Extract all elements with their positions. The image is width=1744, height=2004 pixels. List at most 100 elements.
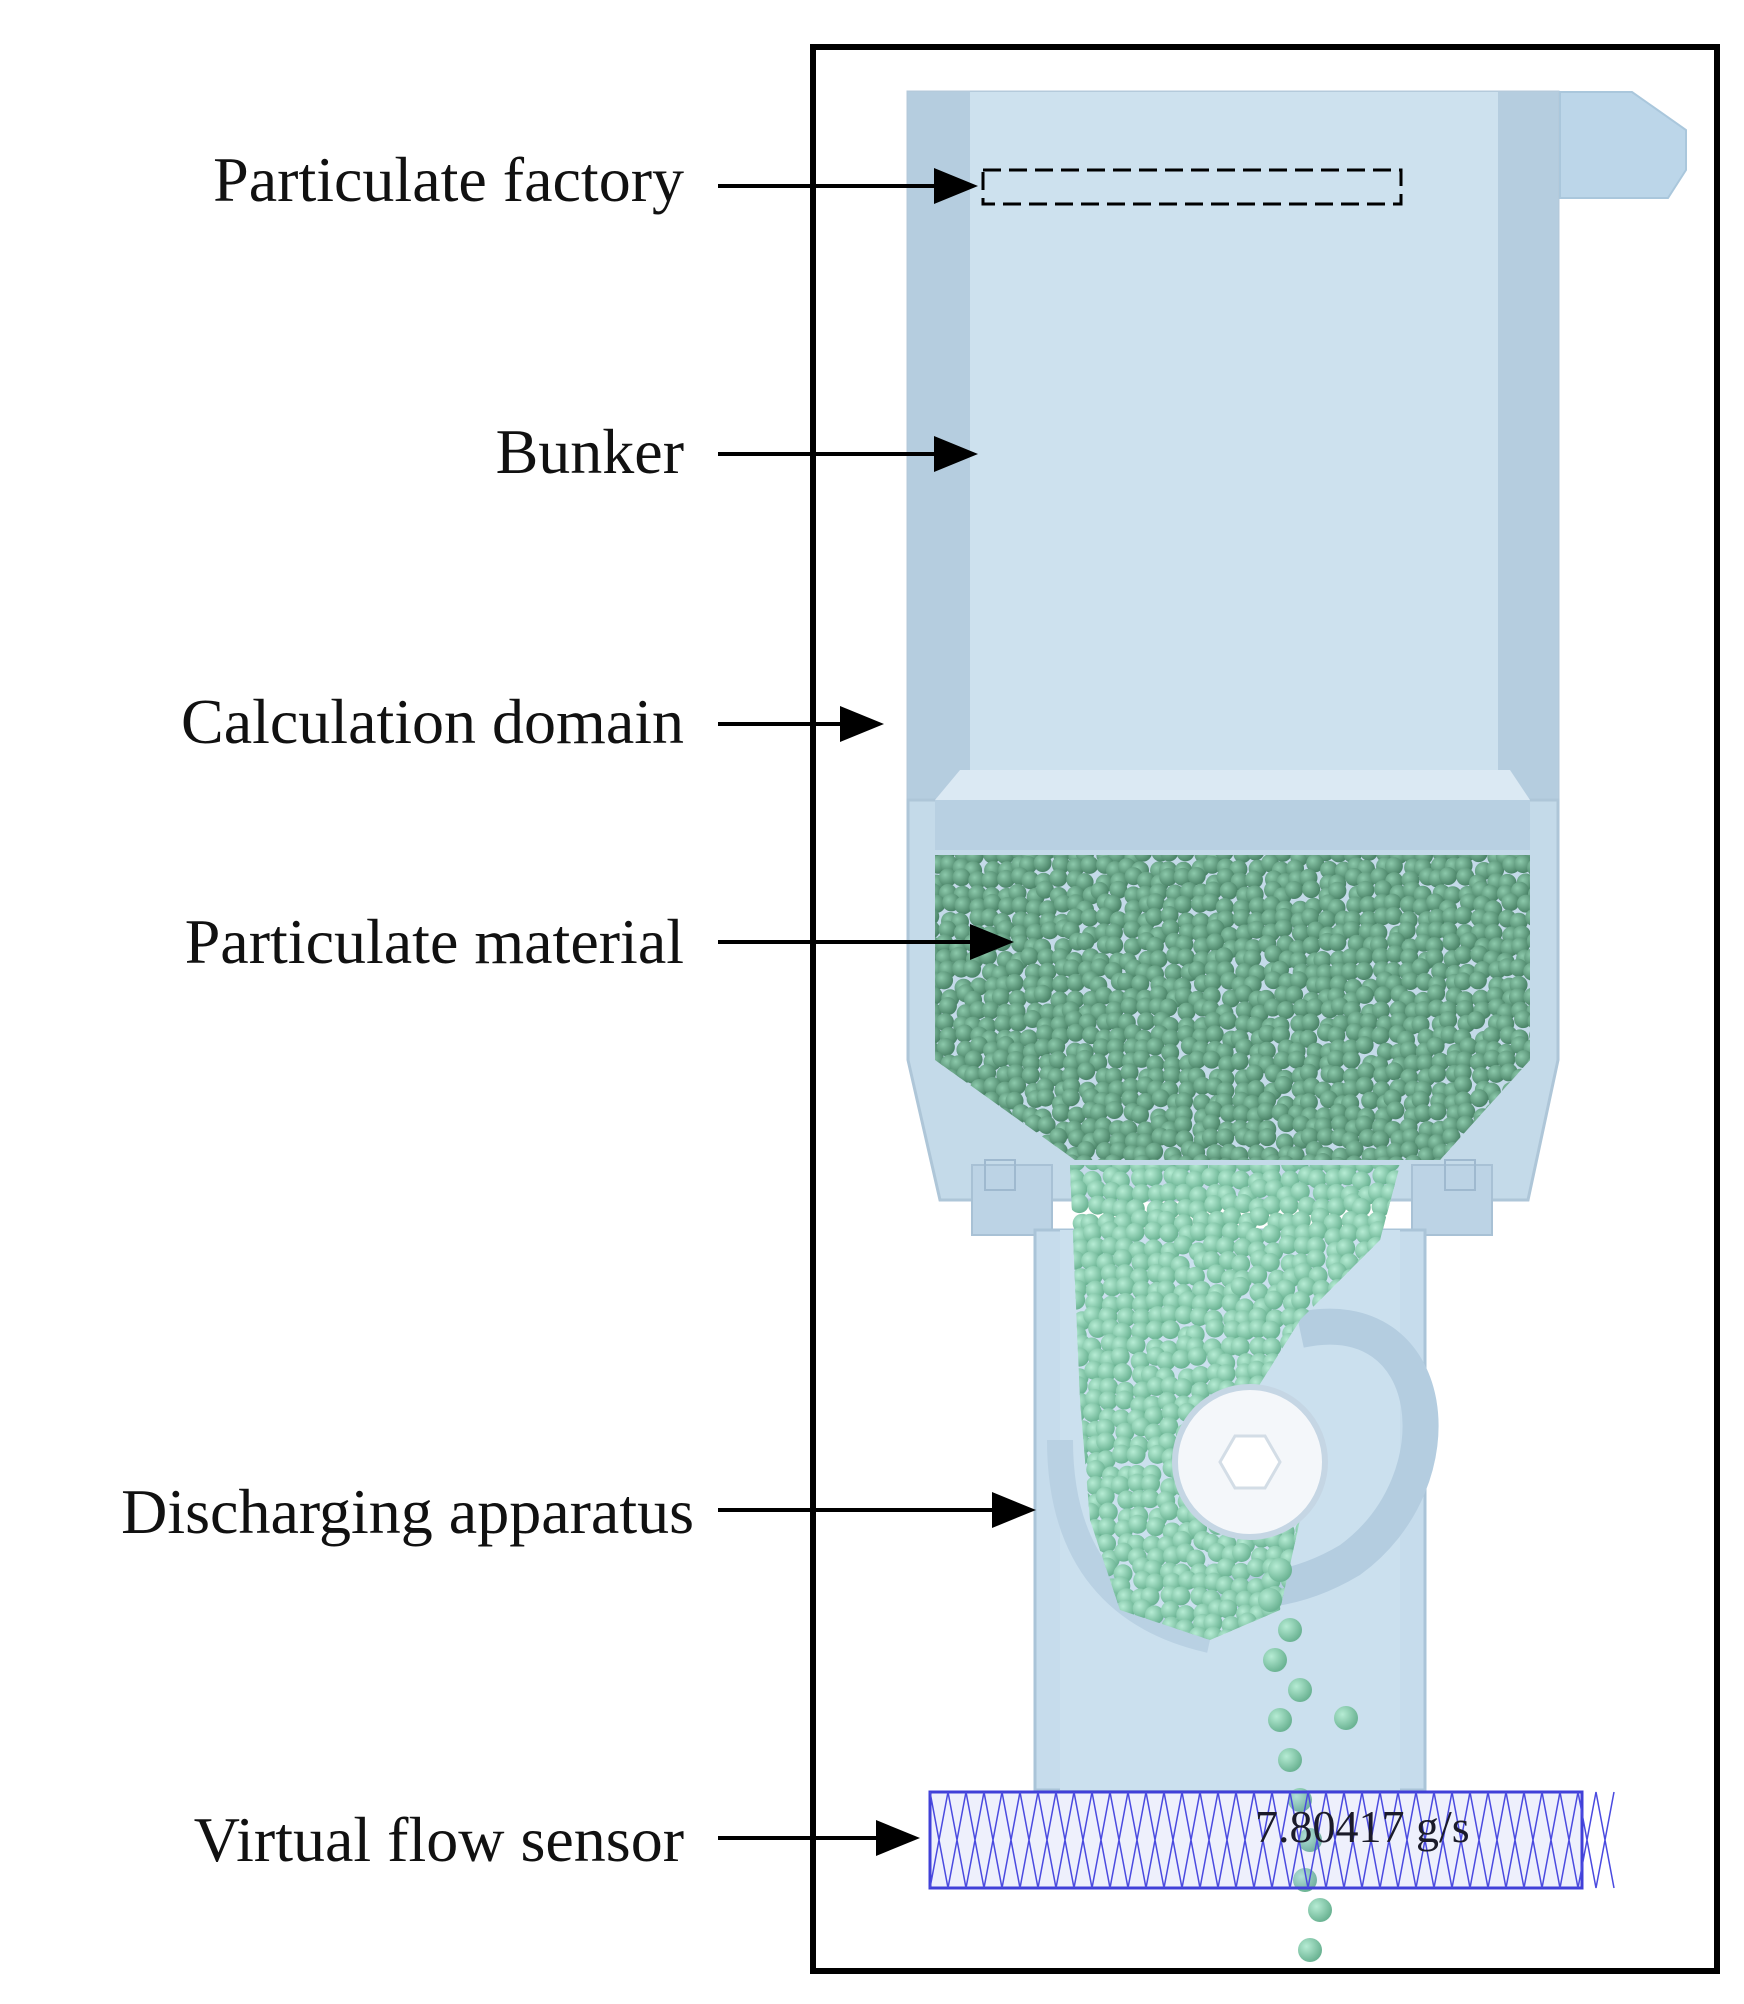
particle: [1133, 1154, 1152, 1160]
particle: [1189, 1307, 1209, 1327]
particle: [1230, 1337, 1250, 1357]
particle: [1021, 1066, 1040, 1085]
particle: [1403, 1054, 1422, 1073]
particle: [1342, 1079, 1361, 1098]
particle: [1248, 1265, 1268, 1285]
particle: [1334, 1706, 1358, 1730]
particle: [1159, 1304, 1179, 1324]
particle: [935, 894, 946, 913]
particle: [1243, 1129, 1262, 1148]
sensor-mesh-cell: [1037, 1791, 1075, 1889]
particle: [1162, 1066, 1181, 1085]
particle: [1428, 1102, 1447, 1121]
particle: [1442, 933, 1461, 952]
particle: [1110, 1475, 1130, 1495]
particle: [1351, 1171, 1371, 1191]
particle: [1292, 999, 1311, 1018]
particle: [1302, 880, 1321, 899]
particle: [1235, 1038, 1254, 1057]
particle: [1206, 933, 1225, 952]
particle: [1285, 985, 1304, 1004]
particle: [1245, 1064, 1264, 1083]
particle: [1067, 1106, 1086, 1125]
particle: [968, 885, 987, 904]
particle: [1274, 1075, 1293, 1094]
particle: [1355, 985, 1374, 1004]
particle: [1216, 1557, 1236, 1577]
particle: [1108, 855, 1127, 864]
particle: [1107, 1050, 1126, 1069]
particle: [1203, 855, 1222, 874]
particle: [1066, 1023, 1085, 1042]
particle: [1411, 958, 1430, 977]
particle: [1070, 1165, 1086, 1172]
particle: [963, 959, 982, 978]
particle: [1232, 909, 1251, 928]
particle: [1400, 1141, 1419, 1160]
particle: [1342, 1050, 1361, 1069]
sensor-mesh-cell: [1577, 1791, 1615, 1889]
arrow-discharging-apparatus: [718, 1492, 1036, 1528]
particle: [1316, 1127, 1335, 1146]
particle: [1233, 1238, 1253, 1258]
particle: [1112, 1363, 1132, 1383]
particle: [1386, 1142, 1405, 1160]
particle: [1524, 855, 1530, 860]
particle: [1026, 923, 1045, 942]
particle: [1201, 893, 1220, 912]
particle: [938, 868, 957, 887]
particle: [994, 1014, 1013, 1033]
particle: [1146, 1517, 1166, 1537]
particle: [1205, 1318, 1225, 1338]
particle: [1233, 855, 1252, 864]
particle: [991, 988, 1010, 1007]
particle: [1115, 1276, 1135, 1296]
particle: [1038, 1003, 1057, 1022]
particle: [1090, 958, 1109, 977]
particle: [1177, 1002, 1196, 1021]
particle: [1221, 1222, 1241, 1242]
particle: [1459, 1037, 1478, 1056]
particle: [1173, 1378, 1193, 1398]
particle: [1216, 1128, 1235, 1147]
sensor-mesh-cell: [1325, 1791, 1363, 1889]
particle: [1174, 1305, 1194, 1325]
particle: [1036, 1088, 1055, 1107]
particle: [1105, 1101, 1124, 1120]
particle: [1131, 974, 1150, 993]
particle: [1145, 1320, 1165, 1340]
particle: [1308, 1898, 1332, 1922]
particle: [1235, 1001, 1254, 1020]
particle: [1514, 1010, 1530, 1029]
arrow-virtual-flow-sensor: [718, 1820, 920, 1856]
particle: [1218, 1011, 1237, 1030]
particle: [1231, 1562, 1251, 1582]
particle: [1319, 1090, 1338, 1109]
particle: [1140, 1489, 1160, 1509]
sensor-mesh-cell: [1289, 1791, 1327, 1889]
particle: [1190, 1572, 1210, 1592]
falling-particles: [1258, 1558, 1358, 1962]
particle: [1401, 972, 1420, 991]
particle: [1457, 1102, 1476, 1121]
particle: [1076, 1141, 1095, 1160]
particle: [981, 871, 1000, 890]
particle: [1176, 948, 1195, 967]
particle: [1097, 1534, 1117, 1554]
particle: [1414, 1104, 1433, 1123]
particle: [1034, 1038, 1053, 1057]
sensor-mesh-cell: [1469, 1791, 1507, 1889]
particle: [1327, 1049, 1346, 1068]
particle: [1033, 855, 1052, 873]
particle: [1454, 906, 1473, 925]
particle: [1075, 1154, 1094, 1160]
particle: [935, 1025, 942, 1044]
particle: [1117, 972, 1136, 991]
particle: [1281, 1165, 1301, 1174]
sensor-flow-rate-readout: 7.80417 g/s: [1255, 1801, 1470, 1852]
particle: [1355, 1076, 1374, 1095]
particle: [1157, 1266, 1177, 1286]
particle: [1127, 1473, 1147, 1493]
particle: [1404, 1154, 1423, 1160]
particle: [996, 855, 1015, 865]
